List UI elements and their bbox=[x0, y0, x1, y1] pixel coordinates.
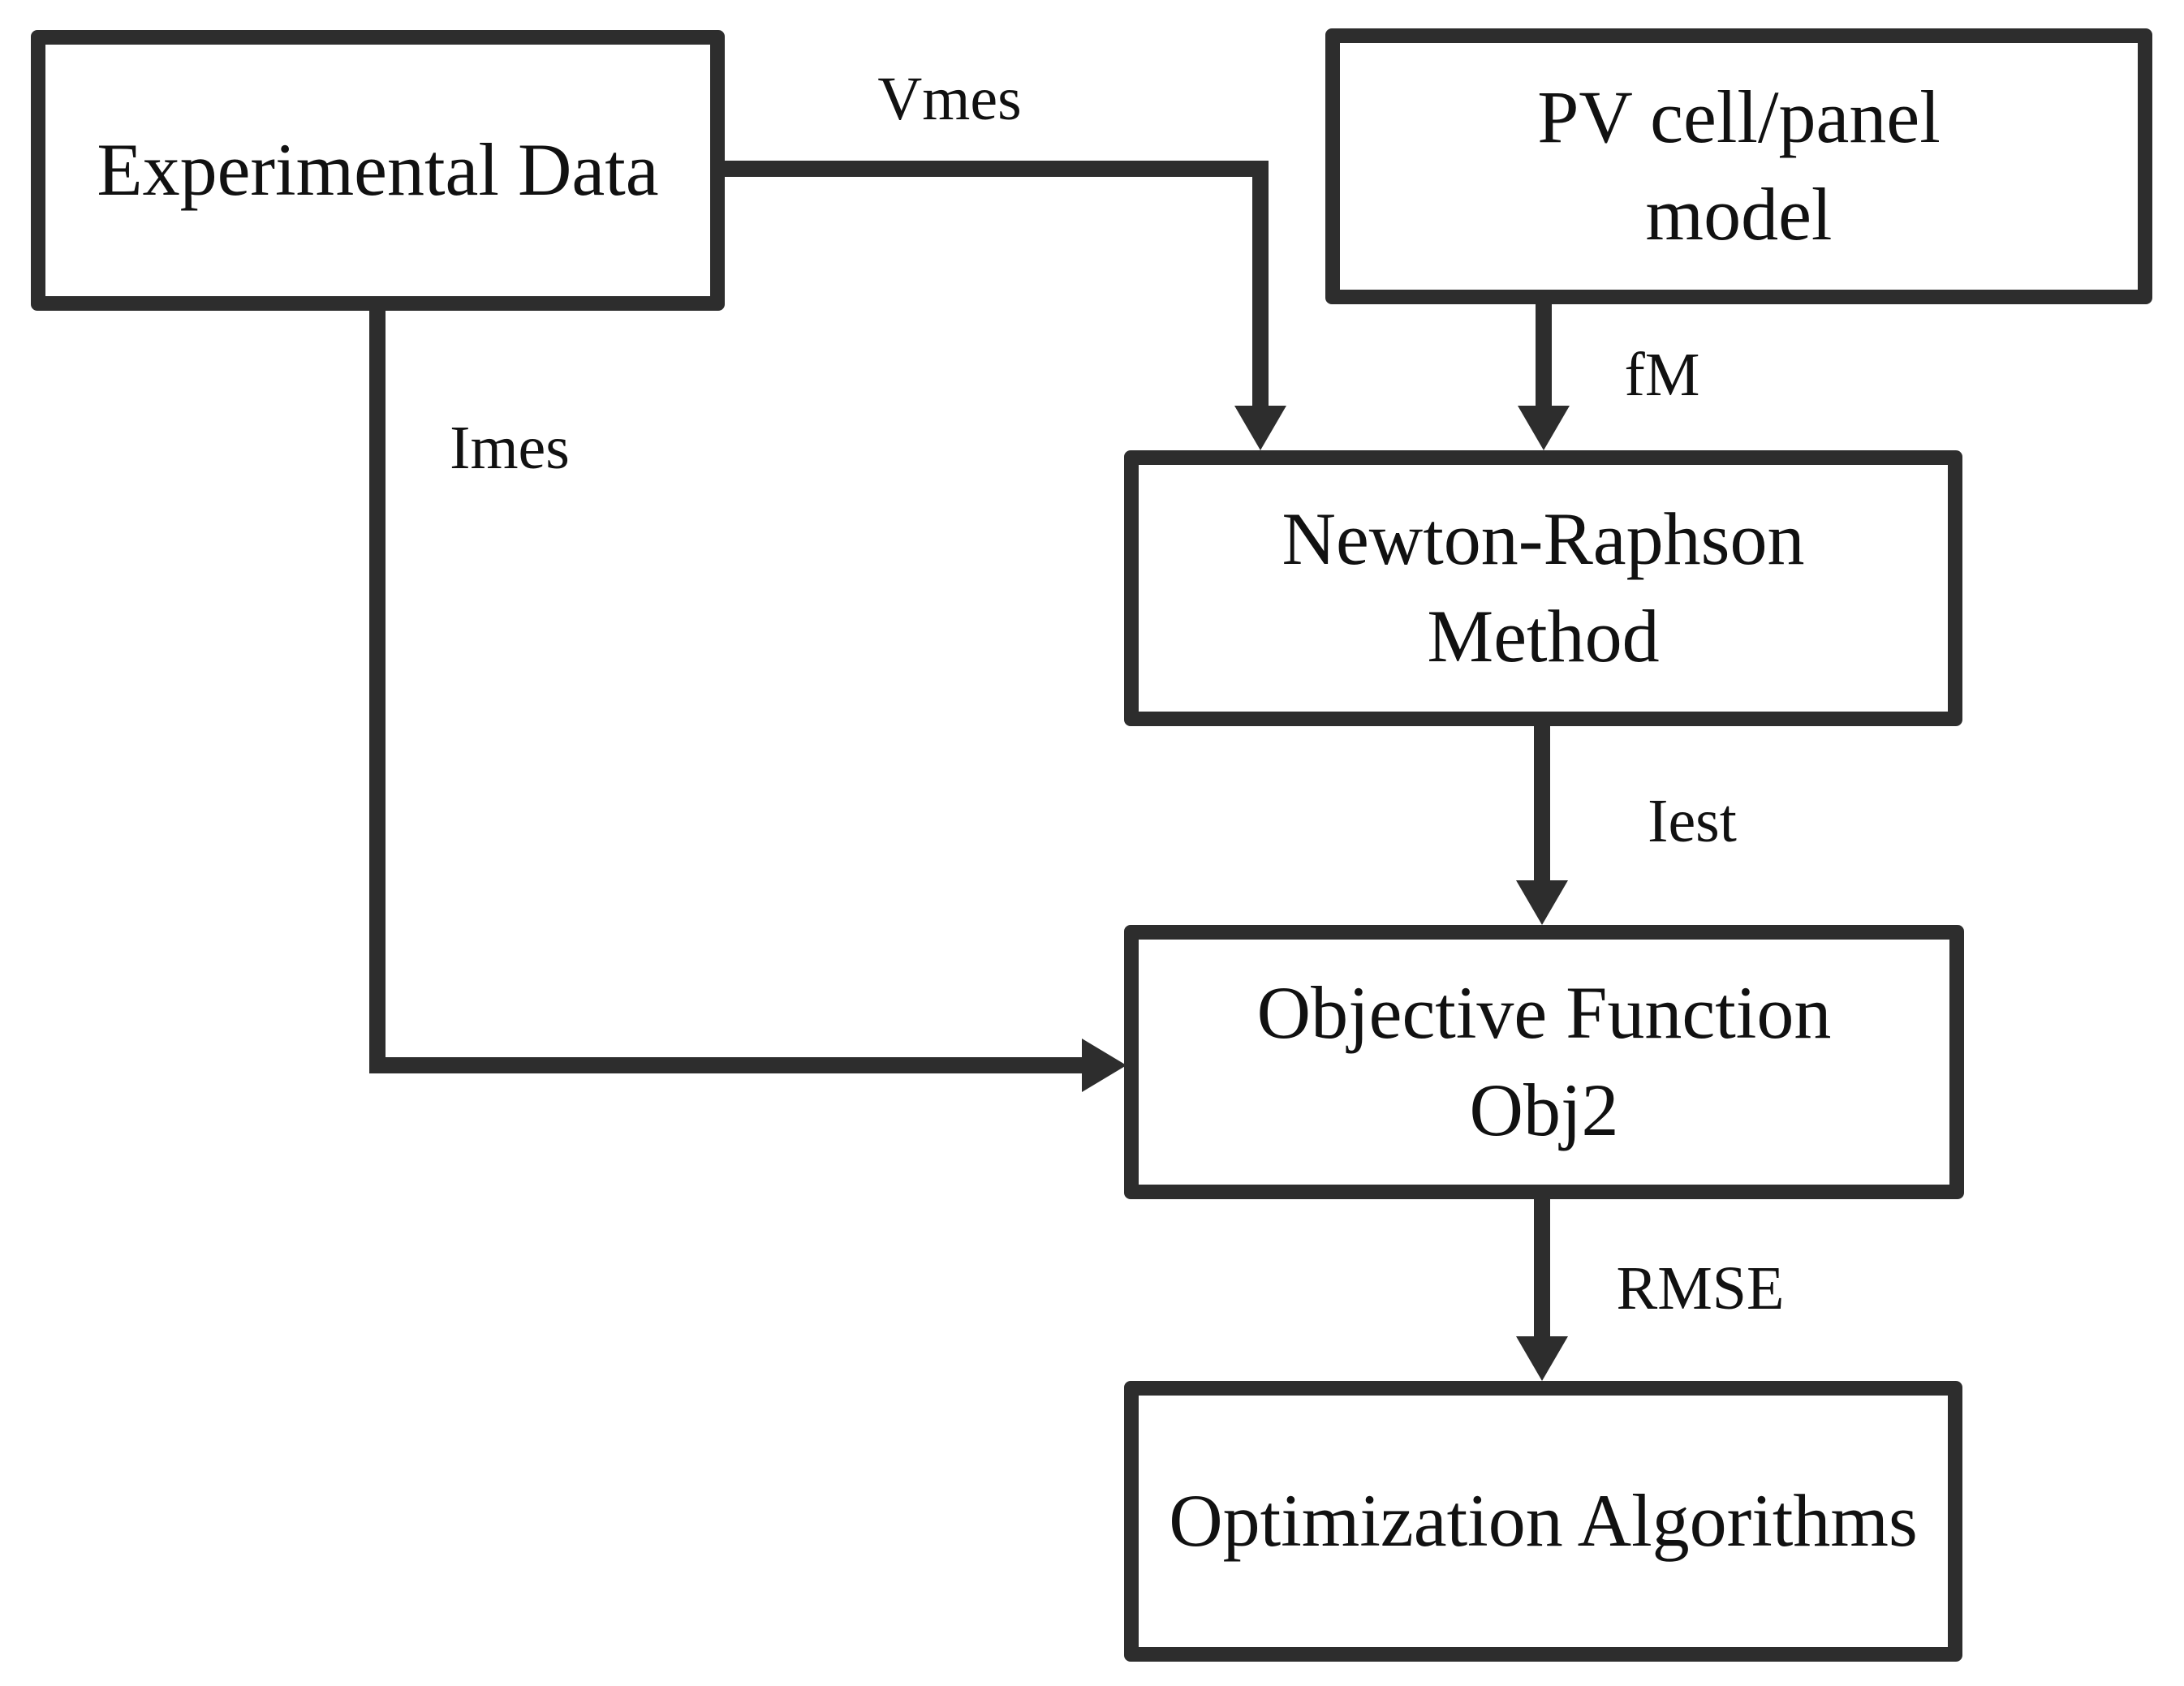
objective-function-label-line2: Obj2 bbox=[1469, 1069, 1619, 1151]
newton-raphson-label-line2: Method bbox=[1427, 595, 1660, 677]
experimental-data-box: Experimental Data bbox=[31, 30, 725, 311]
edge-label-fm: fM bbox=[1624, 341, 1700, 409]
edge-label-imes: Imes bbox=[450, 414, 570, 482]
optimization-algorithms-box: Optimization Algorithms bbox=[1124, 1381, 1962, 1662]
iest-connector-vertical bbox=[1534, 725, 1550, 880]
vmes-connector-vertical bbox=[1252, 161, 1269, 406]
newton-raphson-method-box: Newton-Raphson Method bbox=[1124, 450, 1962, 726]
fm-arrowhead-icon bbox=[1518, 406, 1570, 450]
iest-arrowhead-icon bbox=[1516, 880, 1568, 925]
experimental-data-label: Experimental Data bbox=[97, 128, 659, 212]
pv-model-label-line2: model bbox=[1645, 173, 1833, 256]
imes-connector-vertical bbox=[369, 309, 386, 1073]
imes-arrowhead-icon bbox=[1082, 1039, 1126, 1092]
rmse-arrowhead-icon bbox=[1516, 1336, 1568, 1381]
vmes-arrowhead-icon bbox=[1234, 406, 1286, 450]
fm-connector-vertical bbox=[1536, 303, 1552, 406]
rmse-connector-vertical bbox=[1534, 1198, 1550, 1336]
objective-function-box: Objective Function Obj2 bbox=[1124, 925, 1964, 1199]
edge-label-rmse: RMSE bbox=[1616, 1254, 1785, 1323]
pv-model-label-line1: PV cell/panel bbox=[1537, 75, 1941, 159]
pv-cell-panel-model-box: PV cell/panel model bbox=[1325, 28, 2152, 304]
optimization-algorithms-label: Optimization Algorithms bbox=[1169, 1479, 1918, 1563]
imes-connector-horizontal bbox=[369, 1057, 1082, 1073]
vmes-connector-horizontal bbox=[725, 161, 1269, 177]
edge-label-vmes: Vmes bbox=[877, 65, 1022, 133]
newton-raphson-label-line1: Newton-Raphson bbox=[1282, 497, 1805, 581]
objective-function-label-line1: Objective Function bbox=[1256, 971, 1832, 1055]
edge-label-iest: Iest bbox=[1648, 787, 1737, 855]
